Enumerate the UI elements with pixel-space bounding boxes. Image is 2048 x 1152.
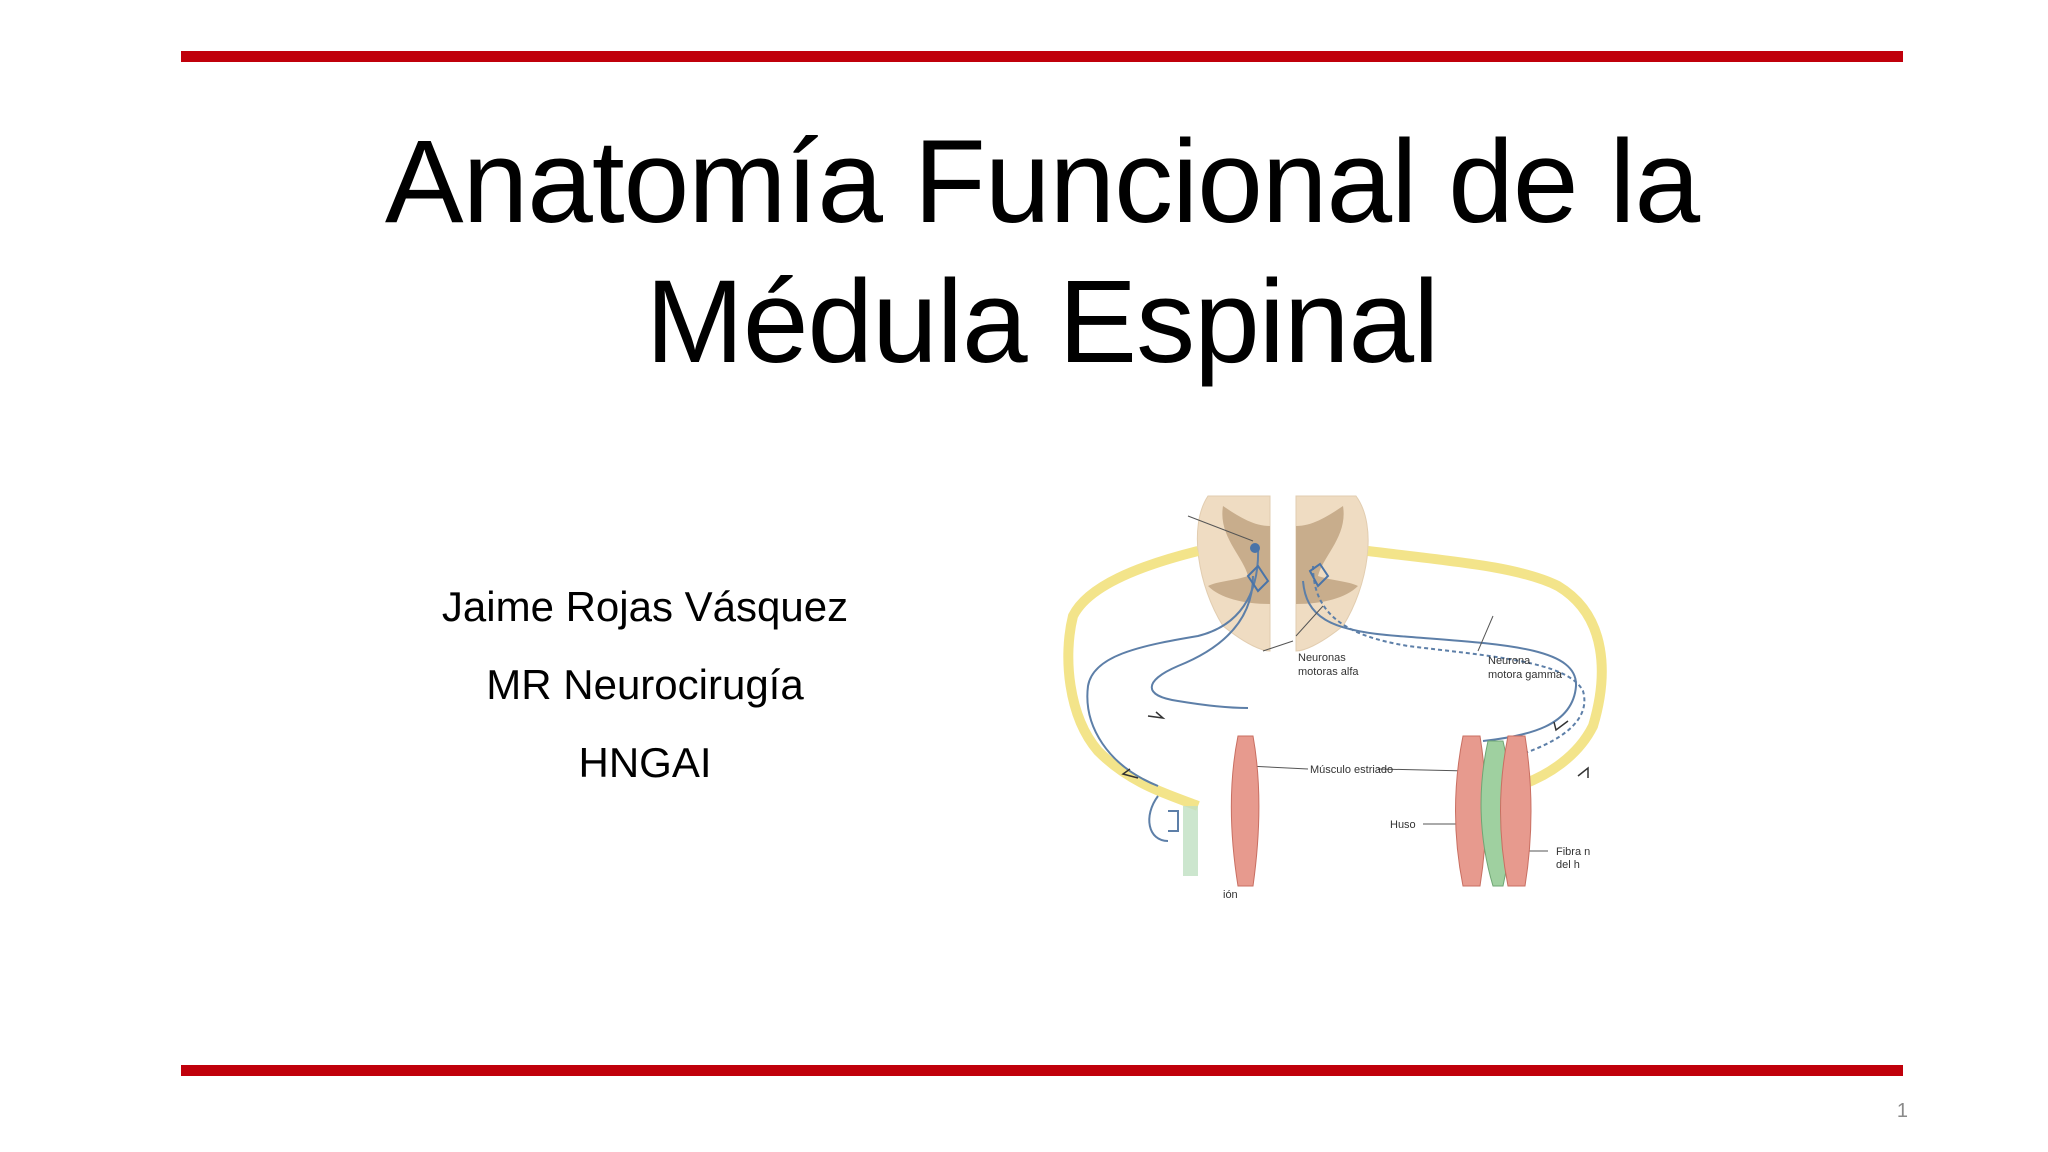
page-number: 1 [1896, 1100, 1908, 1122]
striated-muscle-right-b [1500, 735, 1532, 887]
label-spindle: Huso [1390, 819, 1416, 831]
gamma-fiber-right [1312, 565, 1586, 767]
slide-title-line-1: Anatomía Funcional de la [384, 116, 1700, 248]
alpha-neuron-left [1250, 543, 1260, 553]
label-gamma-neuron-line-2: motora gamma [1488, 669, 1563, 681]
label-alpha-neurons-line-2: motoras alfa [1298, 666, 1359, 678]
skin-patch [1183, 806, 1198, 876]
striated-muscle-left [1230, 735, 1260, 887]
grey-matter-right [1296, 506, 1358, 604]
alpha-neuron-body-left [1246, 564, 1270, 593]
label-gamma-neuron-line-1: Neurona [1488, 655, 1531, 667]
skin-receptor [1148, 795, 1179, 842]
efferent-fiber-left [1150, 575, 1254, 709]
author-institution: HNGAI [578, 739, 712, 786]
spinal-cord-reflex-illustration: Neuronas motoras alfa Neurona motora gam… [1063, 495, 1607, 901]
bottom-accent-rule [181, 1065, 1903, 1076]
label-fiber-line-2: del h [1556, 859, 1580, 871]
author-block: Jaime Rojas Vásquez MR Neurocirugía HNGA… [380, 568, 910, 802]
author-name: Jaime Rojas Vásquez [441, 583, 849, 630]
label-fiber-line-1: Fibra n [1556, 846, 1590, 858]
label-bottom-left: ión [1223, 889, 1238, 901]
author-role: MR Neurocirugía [486, 661, 804, 708]
afferent-fiber-left [1086, 545, 1260, 787]
nerve-sheath-left [1063, 546, 1200, 811]
top-accent-rule [181, 51, 1903, 62]
label-alpha-neurons-line-1: Neuronas [1298, 652, 1346, 664]
alpha-neuron-body-right [1308, 562, 1330, 588]
slide-title-line-2: Médula Espinal [645, 256, 1440, 388]
label-striated-muscle: Músculo estriado [1310, 764, 1393, 776]
nerve-sheath-right [1367, 546, 1607, 791]
alpha-fiber-right [1302, 580, 1578, 742]
slide-title: Anatomía Funcional de la Médula Espinal [181, 112, 1903, 392]
